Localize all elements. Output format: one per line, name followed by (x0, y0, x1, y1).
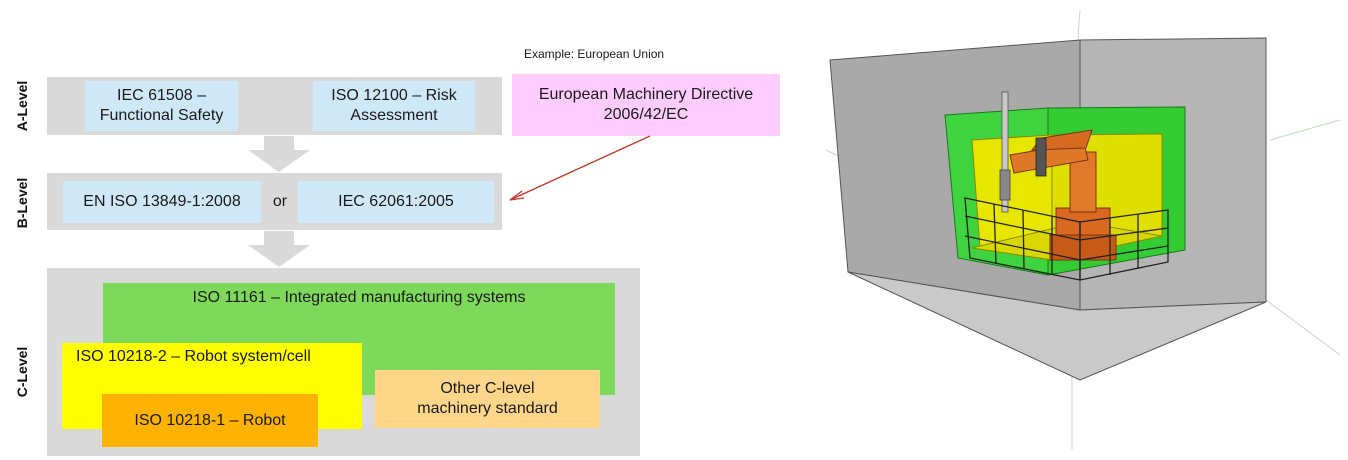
iec-62061-box: IEC 62061:2005 (298, 181, 494, 223)
iec-61508-box: IEC 61508 – Functional Safety (85, 81, 238, 131)
arrow-down-icon (248, 231, 310, 267)
iso-10218-1-box: ISO 10218-1 – Robot (102, 394, 318, 447)
c-level-label: C-Level (14, 346, 30, 398)
iso-10218-2-label: ISO 10218-2 – Robot system/cell (76, 348, 311, 365)
b-level-label: B-Level (14, 177, 30, 229)
floor (847, 271, 1267, 381)
safety-fence (964, 197, 1169, 281)
eu-directive-box: European Machinery Directive 2006/42/EC (512, 74, 780, 136)
iso-11161-label: ISO 11161 – Integrated manufacturing sys… (192, 289, 526, 306)
directive-arrow-icon (509, 135, 651, 201)
arrow-down-icon (248, 136, 310, 172)
iso-12100-box: ISO 12100 – Risk Assessment (313, 81, 475, 131)
en-iso-13849-box: EN ISO 13849-1:2008 (63, 181, 261, 223)
other-c-level-box: Other C-level machinery standard (375, 370, 600, 428)
robot-cell-illustration (825, 10, 1341, 450)
example-label: Example: European Union (524, 47, 665, 61)
a-level-label: A-Level (14, 80, 30, 132)
or-label: or (272, 193, 288, 210)
